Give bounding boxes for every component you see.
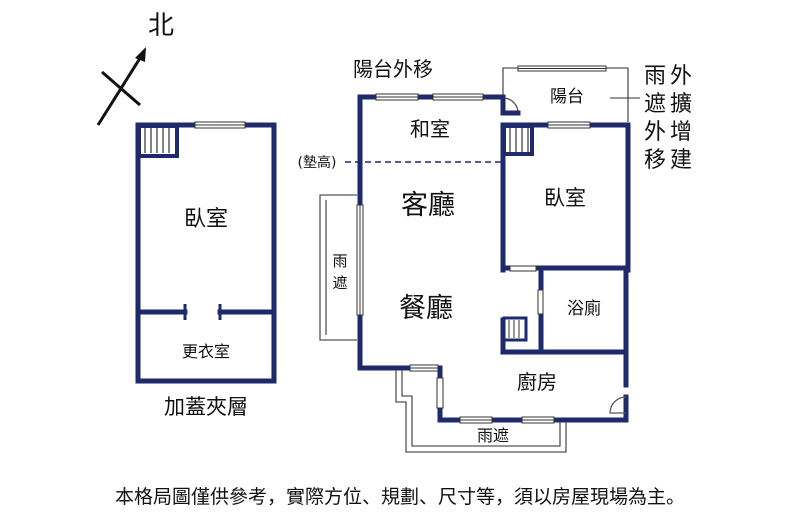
kitchen-label: 廚房: [517, 370, 557, 394]
rain-shelter-left-label-1: 雨: [332, 252, 347, 270]
rain-shelter-bottom: [395, 370, 567, 453]
balcony-moved-label: 陽台外移: [353, 57, 433, 81]
dining-label: 餐廳: [399, 293, 453, 324]
main-plan: 陽台外移 陽台 和室 (墊高) 客廳 餐廳 臥室 浴廁 廚房 雨 遮 雨遮: [298, 57, 640, 453]
compass-needle: [96, 54, 144, 126]
bedroom-door: [509, 265, 537, 272]
raised-label: (墊高): [298, 154, 337, 171]
compass-arrow-icon: [135, 47, 146, 62]
compass-crossbar: [101, 70, 141, 107]
side-note-char: 增: [670, 120, 692, 145]
bedroom-stair: [502, 124, 534, 156]
tatami-label: 和室: [410, 117, 450, 141]
side-note-char: 外: [644, 120, 666, 145]
rain-shelter-left-label-2: 遮: [332, 274, 347, 292]
rain-shelter-bottom-label: 雨遮: [477, 426, 509, 445]
side-note-char: 遮: [644, 92, 666, 117]
kitchen-door: [609, 396, 627, 414]
bedroom-top-wall: [500, 122, 631, 273]
living-label: 客廳: [401, 190, 455, 221]
bedroom-label: 臥室: [544, 186, 586, 210]
kitchen-window-left: [436, 377, 444, 409]
compass-north-label: 北: [148, 11, 174, 41]
mezzanine-caption: 加蓋夾層: [164, 395, 248, 419]
side-note: 雨 遮 外 移 外 擴 增 建: [644, 64, 692, 173]
floor-plan: 北 臥室 更衣室 加蓋夾層: [96, 11, 692, 453]
small-stair: [502, 316, 528, 342]
side-note-char: 雨: [644, 64, 666, 89]
disclaimer-text: 本格局圖僅供參考，實際方位、規劃、尺寸等，須以房屋現場為主。: [114, 486, 685, 508]
left-bottom-wall: [357, 94, 629, 423]
side-note-char: 建: [670, 148, 692, 173]
mezzanine-plan: 臥室 更衣室 加蓋夾層: [135, 121, 277, 419]
side-note-char: 外: [670, 64, 692, 89]
bath-door: [537, 289, 544, 315]
rain-shelter-left: [319, 194, 357, 341]
mezzanine-closet-label: 更衣室: [182, 342, 230, 361]
balcony-label: 陽台: [550, 87, 584, 107]
side-note-char: 移: [644, 148, 666, 173]
bathroom-label: 浴廁: [567, 298, 601, 319]
top-wall: [357, 94, 521, 116]
side-note-char: 擴: [670, 92, 692, 117]
compass: 北: [96, 11, 174, 126]
mezzanine-bedroom-label: 臥室: [184, 207, 228, 232]
